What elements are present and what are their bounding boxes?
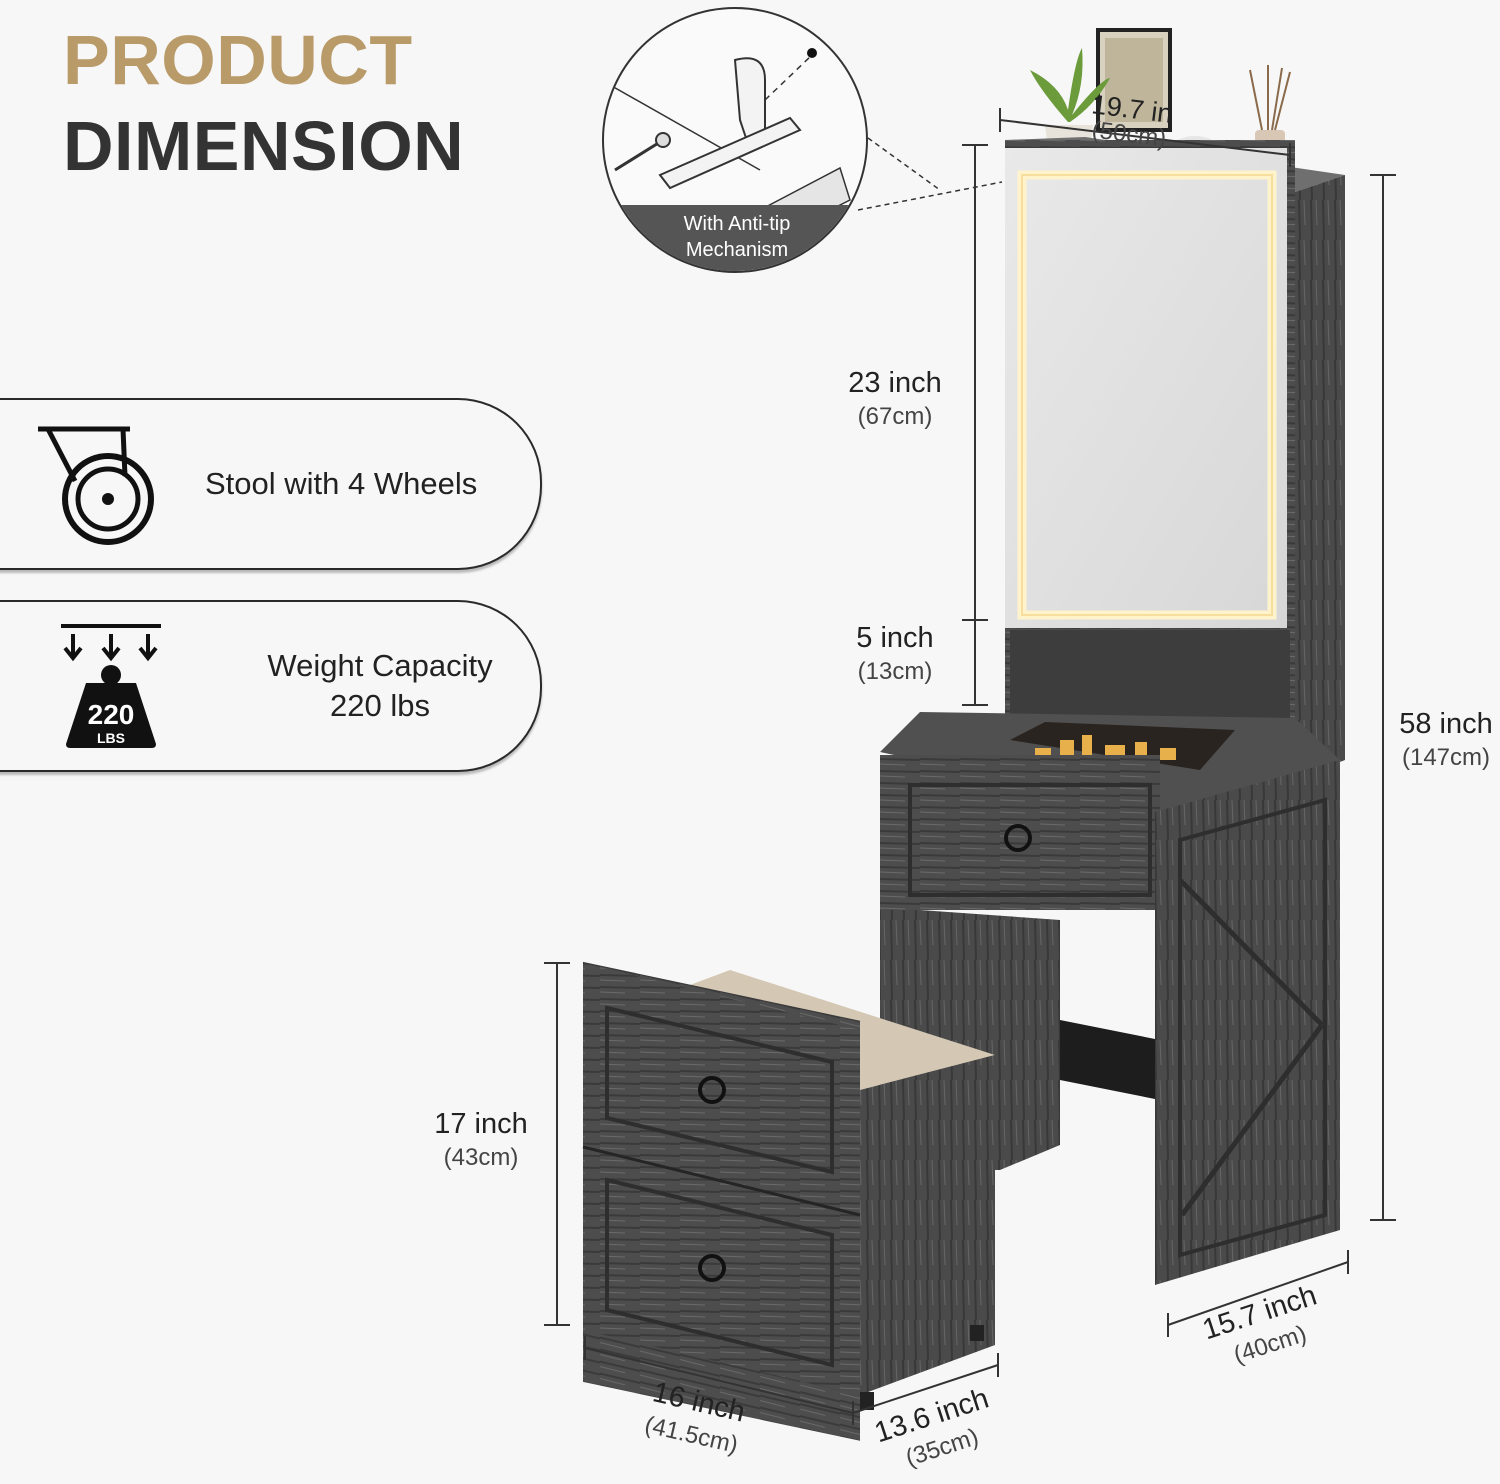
title-product: PRODUCT bbox=[63, 21, 413, 99]
dim-mirror-height-inch: 23 inch bbox=[848, 367, 942, 399]
feature-wheels-card: Stool with 4 Wheels bbox=[0, 398, 542, 570]
dim-stool-height-cm: (43cm) bbox=[443, 1144, 519, 1171]
feature-weight-label-line2: 220 lbs bbox=[330, 688, 430, 723]
feature-weight-label-line1: Weight Capacity bbox=[267, 648, 493, 683]
title-dimension: DIMENSION bbox=[63, 107, 465, 185]
weight-icon-unit: LBS bbox=[97, 730, 125, 746]
dim-mirror-height-cm: (67cm) bbox=[857, 403, 933, 430]
feature-wheels-label: Stool with 4 Wheels bbox=[205, 466, 478, 501]
dim-mirror-height: 23 inch (67cm) bbox=[840, 366, 950, 434]
feature-weight-card: 220 LBS Weight Capacity 220 lbs bbox=[0, 600, 542, 772]
dim-stool-height: 17 inch (43cm) bbox=[425, 1107, 537, 1175]
dim-stool-height-inch: 17 inch bbox=[434, 1108, 528, 1140]
dim-total-height: 58 inch (147cm) bbox=[1392, 707, 1500, 775]
anti-tip-label-line2: Mechanism bbox=[686, 239, 788, 261]
anti-tip-detail: With Anti-tip Mechanism bbox=[602, 7, 1003, 273]
dimension-lines bbox=[544, 108, 1396, 1425]
dim-top-width: 19.7 in (50cm) bbox=[1087, 87, 1175, 156]
caster-wheel-icon bbox=[38, 426, 154, 545]
feature-weight-label: Weight Capacity 220 lbs bbox=[230, 646, 530, 726]
weight-icon-number: 220 bbox=[88, 699, 135, 730]
weight-220-lbs-icon: 220 LBS bbox=[61, 624, 161, 748]
dim-total-height-cm: (147cm) bbox=[1401, 744, 1491, 771]
dim-shelf-height-inch: 5 inch bbox=[856, 622, 934, 654]
dim-shelf-height-cm: (13cm) bbox=[857, 658, 933, 685]
dim-shelf-height: 5 inch (13cm) bbox=[840, 621, 950, 689]
dim-total-height-inch: 58 inch bbox=[1399, 708, 1493, 740]
anti-tip-label-line1: With Anti-tip bbox=[684, 213, 791, 235]
stool bbox=[582, 961, 995, 1441]
